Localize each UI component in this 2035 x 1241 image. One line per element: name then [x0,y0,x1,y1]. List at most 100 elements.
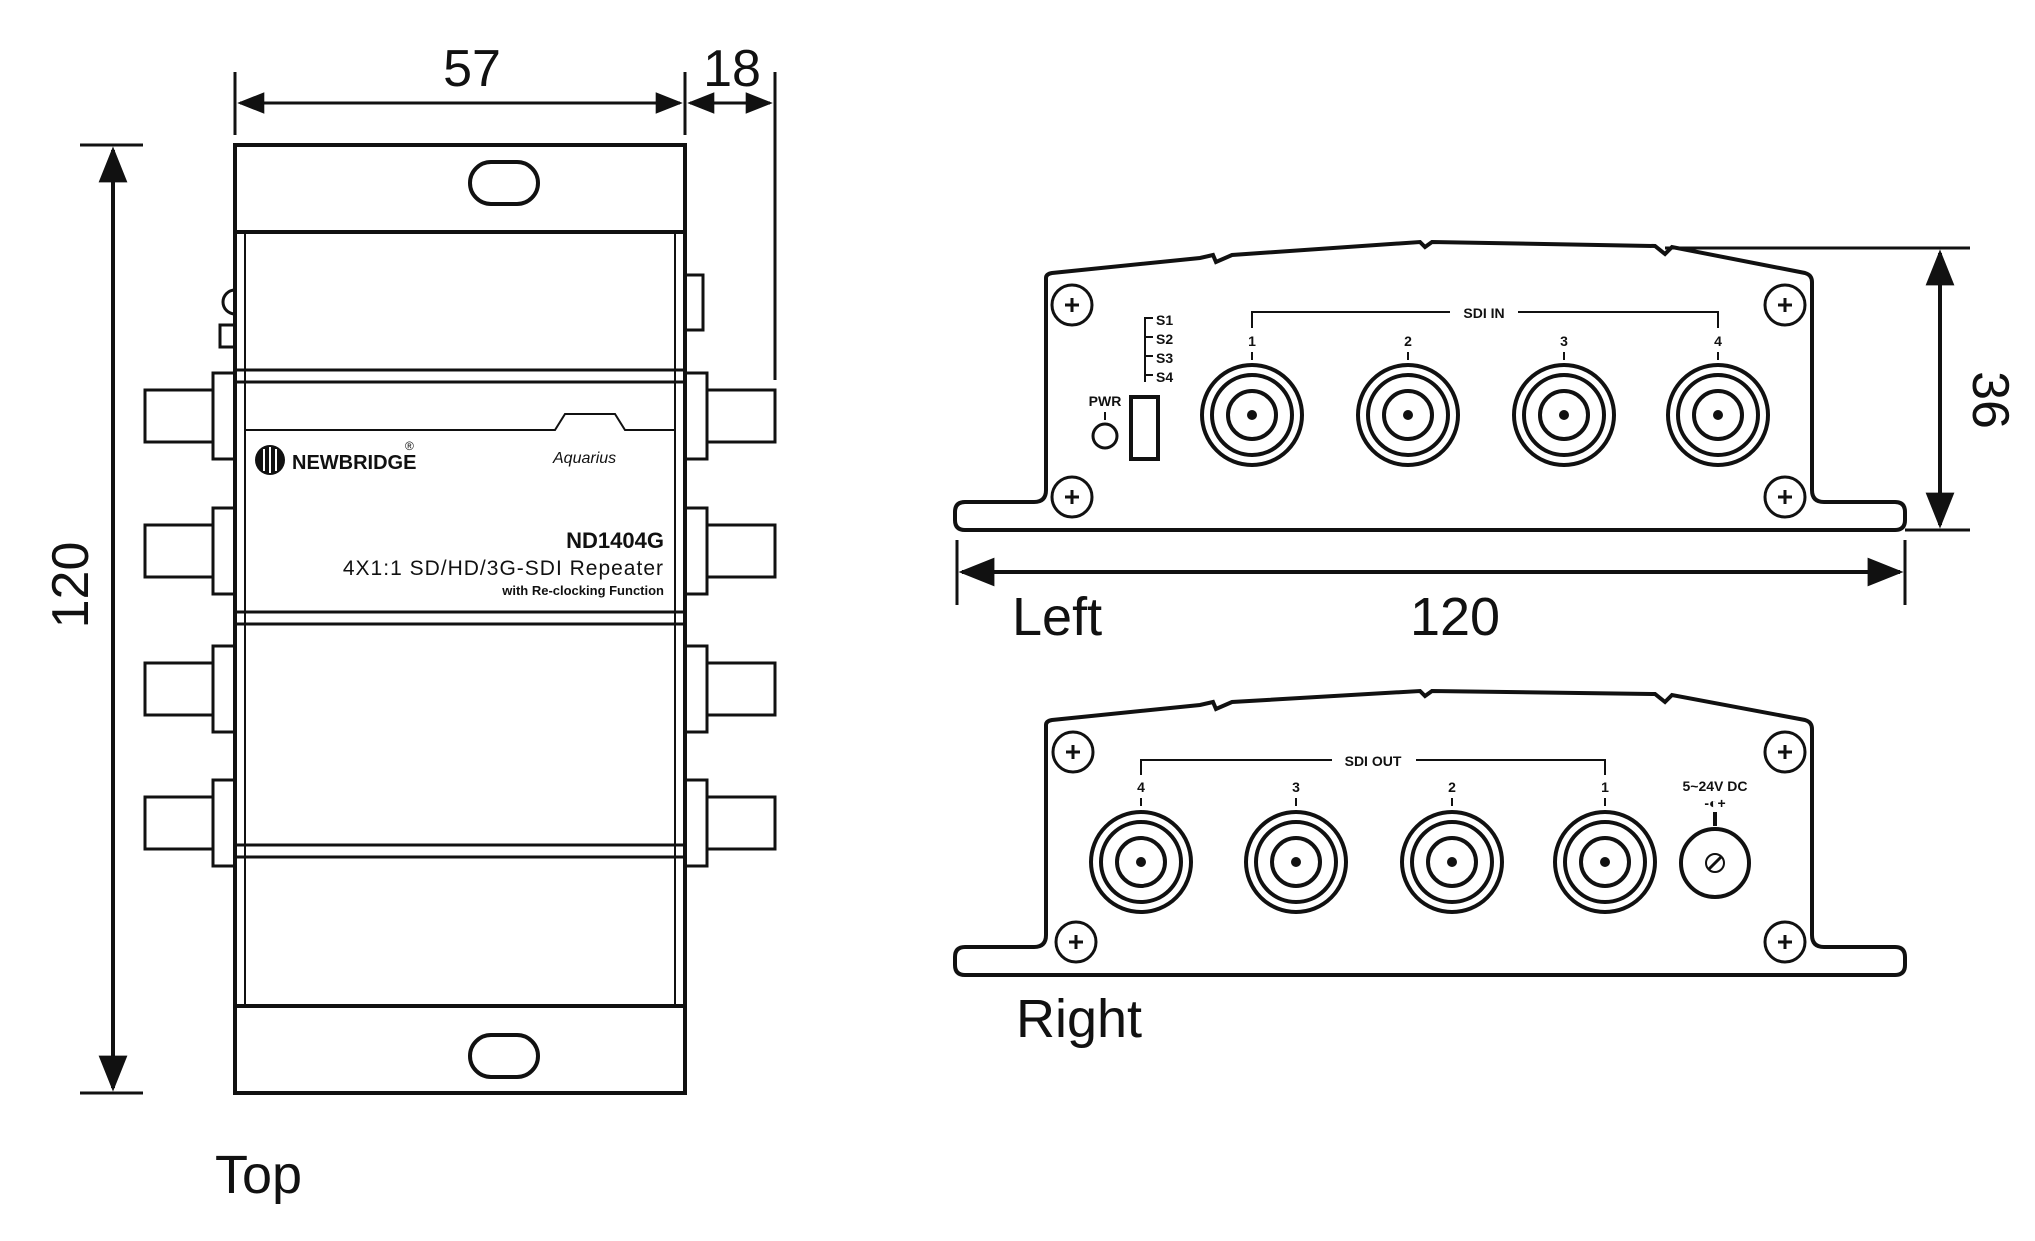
view-label-right: Right [1016,989,1142,1049]
side-led-lens [221,288,236,316]
bnc-collar [211,371,237,461]
dim-label-height: 36 [1961,371,2019,429]
screw-icon [1763,283,1807,327]
bnc-port-inner [1579,836,1631,888]
screw-cross [1778,935,1792,949]
sdi-in-label: SDI IN [1463,305,1504,321]
dim-label-width: 57 [443,40,501,98]
bnc-port-ring [1366,373,1450,457]
side-switch-body [683,273,705,332]
bnc-port [1553,810,1657,914]
port-number: 4 [1137,779,1145,795]
side-housing-outline [953,688,1907,977]
side-led-body [218,323,237,349]
bnc-pin [1403,410,1413,420]
bnc-port-ring [1210,373,1294,457]
top-view: 57 18 120 NEWBRI [42,40,777,1205]
screw-cross [1778,745,1792,759]
mounting-slot [468,160,540,206]
bnc-port-ring [1410,820,1494,904]
bnc-connector [705,523,777,579]
screw-icon [1050,475,1094,519]
bnc-port [1512,363,1616,467]
mounting-screws [1050,283,1807,519]
bnc-port-inner [1692,389,1744,441]
bnc-port [1244,810,1348,914]
bnc-port-ring [1676,373,1760,457]
bnc-port-ring [1254,820,1338,904]
bnc-pin [1447,857,1457,867]
bnc-port [1356,363,1460,467]
series-name: Aquarius [552,450,616,467]
bnc-collar [683,371,709,461]
port-number: 3 [1292,779,1300,795]
bnc-port-ring [1099,820,1183,904]
bnc-port [1089,810,1193,914]
bnc-port [1400,810,1504,914]
port-number: 2 [1448,779,1456,795]
pwr-led-icon [1091,422,1119,450]
bnc-connector [705,795,777,851]
bnc-pin [1247,410,1257,420]
bnc-collar [211,506,237,596]
bnc-port-inner [1270,836,1322,888]
bnc-port-inner [1226,389,1278,441]
dip-switch-label-s2: S2 [1156,331,1173,347]
product-subdescription: with Re-clocking Function [501,583,664,598]
dip-switch-label-s3: S3 [1156,350,1173,366]
bnc-pin [1600,857,1610,867]
view-label-top: Top [215,1145,302,1205]
bnc-port-ring [1563,820,1647,904]
pwr-label: PWR [1089,393,1122,409]
bracket-label-bg [1450,300,1518,322]
bnc-connector [143,523,215,579]
sdi-in-ports: 1 2 3 4 [1200,333,1770,467]
device-body-outline [233,143,687,1095]
brand-name: NEWBRIDGE [292,452,416,474]
bnc-port-inner [1115,836,1167,888]
screw-icon [1763,475,1807,519]
bnc-connector [143,795,215,851]
dim-label-length: 120 [42,542,100,629]
dip-switch-label-s4: S4 [1156,369,1173,385]
screw-cross [1065,490,1079,504]
bnc-collar [211,644,237,734]
port-number: 1 [1248,333,1256,349]
bnc-port-inner [1538,389,1590,441]
dc-power-jack-icon [1679,827,1751,899]
dc-jack-slot [1707,855,1723,871]
bnc-port-inner [1382,389,1434,441]
screw-icon [1054,920,1098,964]
sdi-out-label: SDI OUT [1345,753,1402,769]
screw-icon [1763,730,1807,774]
screw-cross [1066,745,1080,759]
left-view: SDI IN 1 2 3 4 [953,239,2019,647]
bnc-connector [705,388,777,444]
screw-icon [1050,283,1094,327]
port-number: 2 [1404,333,1412,349]
dip-switch-bracket [1144,317,1153,382]
bnc-port [1666,363,1770,467]
top-right-connectors [683,371,777,868]
bnc-connector [705,661,777,717]
power-input-label: 5~24V DC [1683,778,1748,794]
bnc-pin [1559,410,1569,420]
sdi-out-ports: 4 3 2 1 [1089,779,1657,914]
dim-label-side-length: 120 [1410,587,1500,647]
bnc-port-ring [1522,373,1606,457]
bnc-pin [1291,857,1301,867]
bnc-connector [143,661,215,717]
dip-switch [1129,395,1160,461]
bnc-port-inner [1426,836,1478,888]
dc-jack-pin [1705,853,1725,873]
port-number: 3 [1560,333,1568,349]
mounting-screws [1051,730,1807,964]
product-description: 4X1:1 SD/HD/3G-SDI Repeater [343,557,664,580]
view-label-left: Left [1012,587,1102,647]
polarity-label: -◐+ [1704,795,1725,811]
bnc-pin [1136,857,1146,867]
bnc-collar [683,644,709,734]
bracket-label-bg [1332,748,1416,770]
bnc-collar [211,778,237,868]
